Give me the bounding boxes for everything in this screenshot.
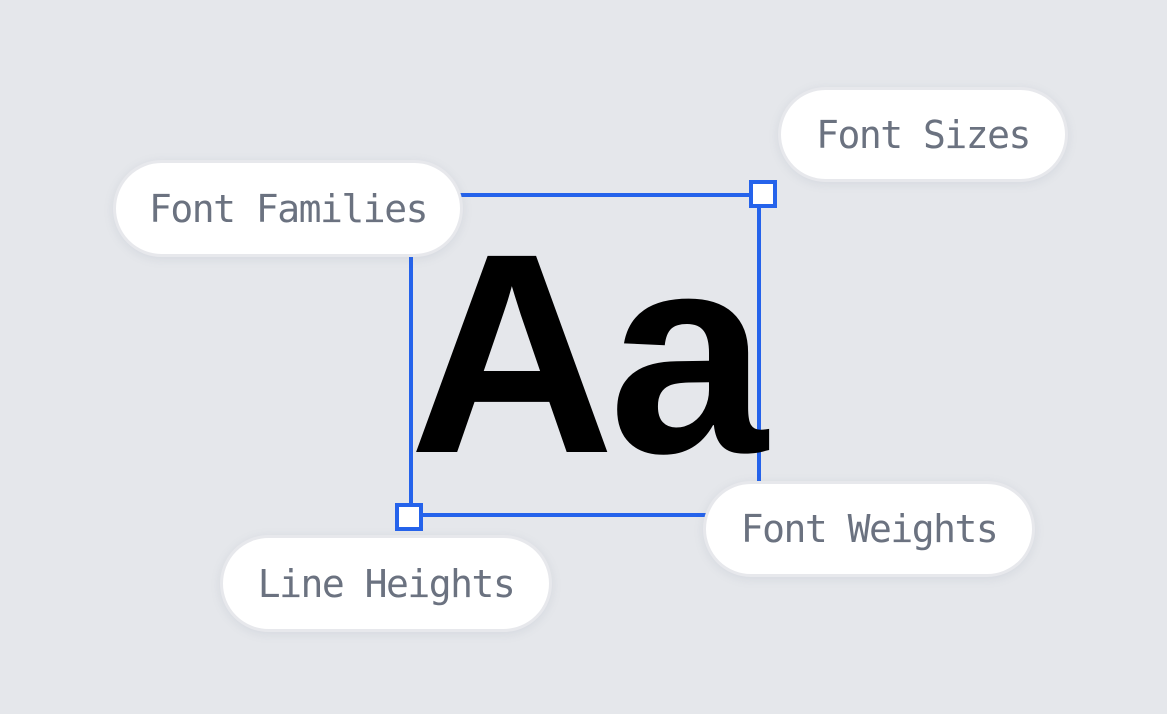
label-pill-font-weights: Font Weights xyxy=(703,481,1035,577)
label-text-font-weights: Font Weights xyxy=(740,507,999,551)
label-pill-font-families: Font Families xyxy=(113,160,463,257)
type-specimen: Aa xyxy=(409,195,767,513)
label-text-font-families: Font Families xyxy=(149,186,428,231)
label-pill-line-heights: Line Heights xyxy=(220,535,552,632)
label-text-line-heights: Line Heights xyxy=(257,561,516,606)
selection-box xyxy=(409,193,761,517)
label-text-font-sizes: Font Sizes xyxy=(816,112,1031,157)
resize-handle-top-right[interactable] xyxy=(749,180,777,208)
label-pill-font-sizes: Font Sizes xyxy=(778,87,1068,182)
resize-handle-bottom-left[interactable] xyxy=(395,503,423,531)
